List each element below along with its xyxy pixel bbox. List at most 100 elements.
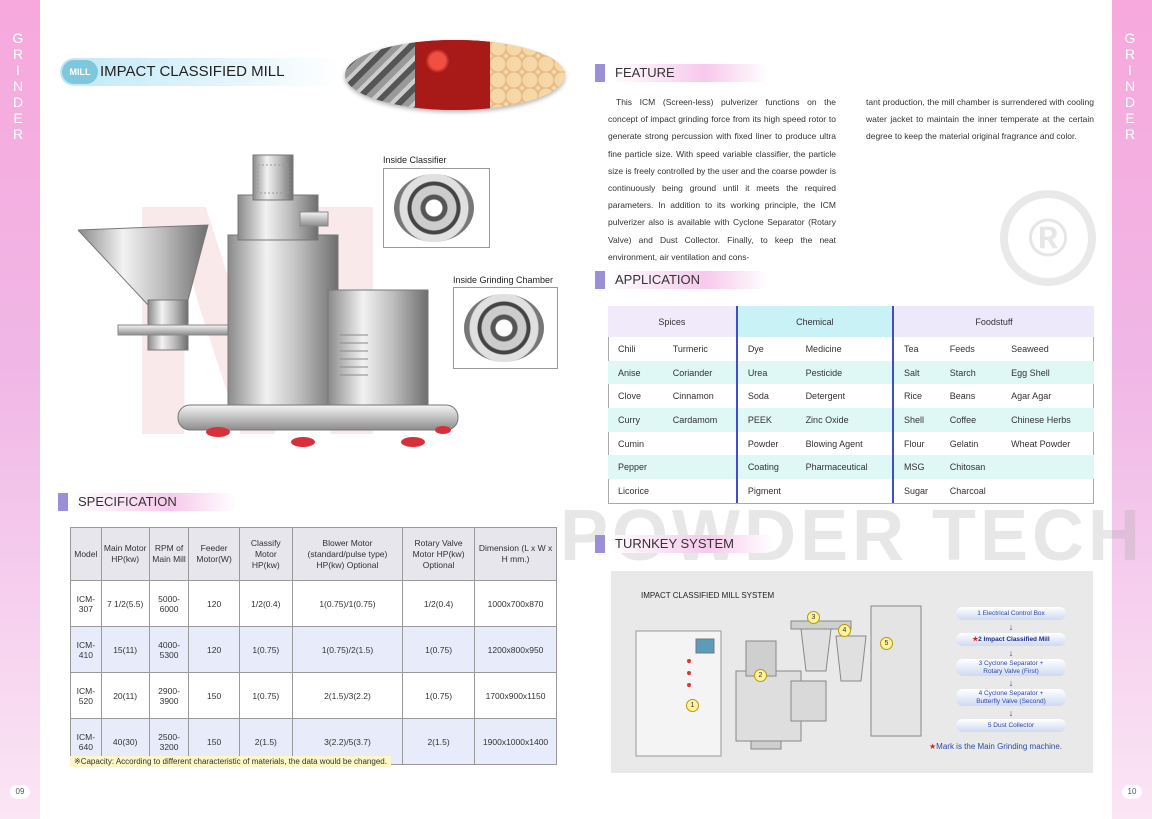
application-cell: Pesticide (795, 360, 894, 385)
left-side-letter: D (12, 94, 28, 110)
application-cell: Seaweed (1011, 343, 1049, 354)
right-page-number: 10 (1122, 785, 1142, 799)
application-cell: Charcoal (949, 485, 986, 496)
inside-grinding-chamber-label: Inside Grinding Chamber (453, 275, 554, 285)
application-cell: Agar Agar (1011, 391, 1052, 402)
application-cell: Pharmaceutical (795, 455, 894, 480)
application-cell: Chili (618, 343, 636, 354)
spec-cell: 1200x800x950 (474, 626, 557, 673)
application-cell: Coating (735, 455, 796, 480)
spec-header-cell: RPM of Main Mill (148, 527, 190, 581)
application-row: Licorice Pigment Sugar Charcoal (608, 479, 1094, 503)
turnkey-section-heading: TURNKEY SYSTEM (595, 535, 775, 553)
spec-header-cell: Model (70, 527, 102, 581)
spec-header-cell: Blower Motor (standard/pulse type) HP(kw… (291, 527, 404, 581)
application-header-spices: Spices (608, 306, 737, 337)
spec-cell: 20(11) (100, 672, 150, 719)
right-side-letter: D (1124, 94, 1140, 110)
spec-cell: 2(1.5)/3(2.2) (291, 672, 404, 719)
application-cell: Medicine (805, 343, 842, 354)
spec-cell: 1(0.75) (402, 626, 476, 673)
spec-header-cell: Classify Motor HP(kw) (238, 527, 293, 581)
right-side-letter: N (1124, 78, 1140, 94)
left-page-number: 09 (10, 785, 30, 799)
application-cell: Starch (939, 360, 1002, 385)
application-row: Chili Turmeric Dye Medicine Tea Feeds Seaweed (608, 337, 1094, 361)
application-cell: Tea (892, 337, 940, 361)
application-cell: Cardamom (662, 408, 737, 432)
spec-cell: ICM-520 (70, 672, 102, 719)
application-cell: Gelatin (949, 438, 979, 449)
arrow-down-icon: ↓ (1008, 622, 1014, 632)
application-cell: Coriander (662, 360, 737, 385)
inside-classifier-label: Inside Classifier (383, 155, 447, 165)
spec-cell: 1(0.75)/2(1.5) (291, 626, 404, 673)
flow-step-2: ★2 Impact Classified Mill↓ (956, 633, 1066, 658)
inside-classifier-image (383, 168, 490, 248)
application-cell: Turmeric (672, 343, 708, 354)
spec-header-cell: Dimension (L x W x H mm.) (474, 527, 557, 581)
flow-step-4: 4 Cyclone Separator +Butterfly Valve (Se… (956, 689, 1066, 718)
application-cell: Dye (735, 337, 796, 361)
spec-cell: 1/2(0.4) (402, 580, 476, 627)
application-cell: Beans (949, 391, 976, 402)
right-side-letter: E (1125, 110, 1139, 126)
page-title: IMPACT CLASSIFIED MILL (100, 63, 285, 80)
application-cell: Zinc Oxide (795, 408, 894, 432)
application-cell: Anise (608, 360, 663, 385)
application-cell: Pigment (735, 479, 796, 503)
spec-header-cell: Main Motor HP(kw) (100, 527, 150, 581)
application-cell: Rice (892, 384, 940, 409)
application-cell: Sugar (892, 479, 940, 503)
application-cell: Curry (608, 408, 663, 432)
application-cell: Urea (735, 360, 796, 385)
spec-cell: 4000-5300 (148, 626, 190, 673)
left-side-letter: I (16, 62, 24, 78)
feature-text-column-1: This ICM (Screen-less) pulverizer functi… (608, 97, 836, 262)
arrow-down-icon: ↓ (1008, 648, 1014, 658)
spec-header-cell: Feeder Motor(W) (188, 527, 240, 581)
application-cell: Feeds (949, 343, 975, 354)
spec-cell: 1000x700x870 (474, 580, 557, 627)
spec-cell: 2900-3900 (148, 672, 190, 719)
impact-classified-mill-image (78, 154, 459, 447)
application-cell: Salt (892, 360, 940, 385)
application-header-foodstuff: Foodstuff (892, 306, 1094, 337)
arrow-down-icon: ↓ (1008, 708, 1014, 718)
right-side-letter: R (1124, 126, 1140, 142)
spec-cell: 1(0.75) (238, 672, 293, 719)
application-cell: Pepper (608, 455, 663, 480)
application-cell: Cumin (618, 438, 645, 449)
application-cell (1001, 455, 1094, 480)
turnkey-marker-5: 5 (880, 637, 893, 650)
inside-grinding-chamber-image (453, 287, 558, 369)
turnkey-marker-3: 3 (807, 611, 820, 624)
spec-cell: ICM-410 (70, 626, 102, 673)
left-side-letter: N (12, 78, 28, 94)
application-header-chemical: Chemical (735, 306, 894, 337)
application-cell: Detergent (805, 391, 846, 402)
application-cell: MSG (892, 455, 940, 480)
left-side-letter: E (13, 110, 27, 126)
spec-cell: 1(0.75) (238, 626, 293, 673)
application-cell: Shell (892, 408, 940, 432)
arrow-down-icon: ↓ (1008, 678, 1014, 688)
application-cell: Licorice (618, 485, 650, 496)
flow-step-5: 5 Dust Collector (956, 719, 1066, 732)
application-cell: Blowing Agent (805, 438, 863, 449)
spec-cell: 150 (188, 672, 240, 719)
application-cell: PEEK (735, 408, 796, 432)
left-side-letter: R (12, 46, 28, 62)
left-side-letter: G (12, 30, 28, 46)
right-side-letter: G (1124, 30, 1140, 46)
